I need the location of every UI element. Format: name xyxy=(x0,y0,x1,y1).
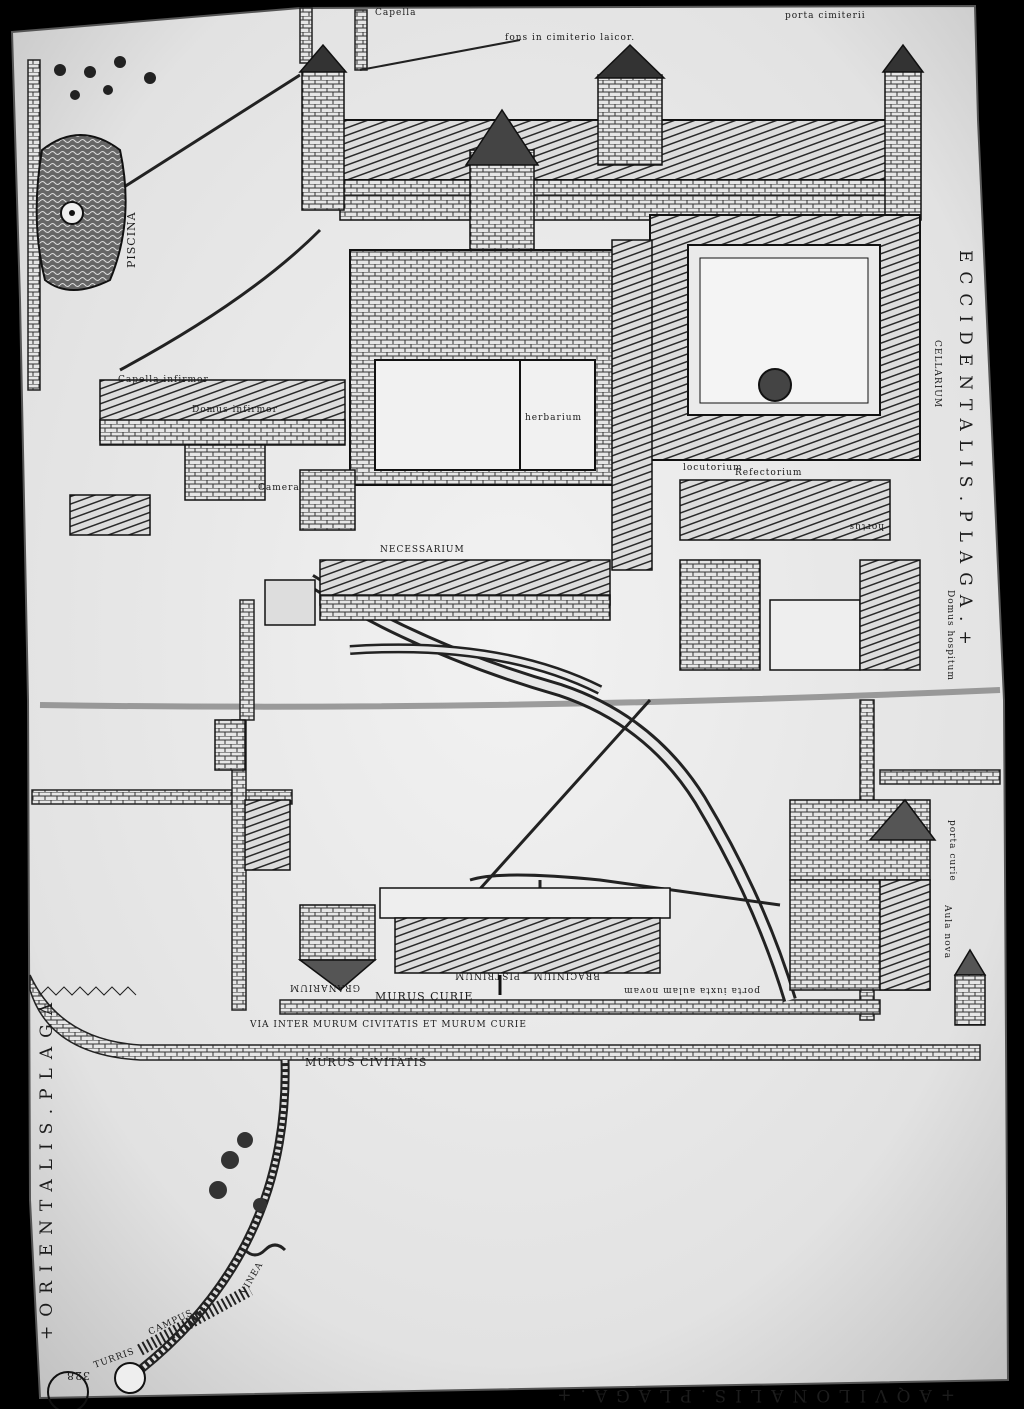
label-granarium: GRANARIUM xyxy=(289,982,360,992)
label-fons-cimiterio: fons in cimiterio laicor. xyxy=(505,33,635,43)
border-label-left: +ORIENTALIS.PLAGA xyxy=(37,994,57,1340)
label-necessarium: NECESSARIUM xyxy=(380,545,465,555)
vineyard-plants xyxy=(209,1132,287,1257)
label-aula-nova: Aula nova xyxy=(942,904,952,959)
granary xyxy=(244,799,291,871)
centre-fold xyxy=(39,687,1001,710)
label-pistrinum: PISTRINUM xyxy=(454,970,520,980)
label-murus-civitatis: MURUS CIVITATIS xyxy=(305,1056,427,1069)
piscina-pool xyxy=(35,134,127,291)
label-herbarium: herbarium xyxy=(525,413,582,423)
label-porta-curie: porta curie xyxy=(947,820,957,882)
compass-circle xyxy=(47,1371,89,1409)
label-inter-muros: VIA INTER MURUM CIVITATIS ET MURUM CURIE xyxy=(249,1020,527,1030)
label-locutorium: locutorium xyxy=(683,463,743,473)
label-camera: Camera xyxy=(258,483,300,493)
campus-hatching xyxy=(137,1284,253,1356)
label-cellarium: CELLARIUM xyxy=(932,340,942,408)
border-label-bottom: +AQVILONALIS.PLAGA.+ xyxy=(548,1385,955,1405)
label-capella: Capella xyxy=(375,8,416,18)
border-label-right: ECCIDENTALIS.PLAGA.+ xyxy=(955,250,975,654)
orchard-trees xyxy=(54,56,156,100)
great-court xyxy=(349,249,616,486)
guest-house xyxy=(679,479,921,671)
label-piscina: PISCINA xyxy=(125,211,138,268)
label-refectorium: Refectorium xyxy=(735,468,802,478)
east-range xyxy=(611,239,653,571)
aula-nova xyxy=(789,798,987,1026)
label-domus-infirmorum: Domus infirmor xyxy=(192,405,278,415)
label-domus-hospitum: Domus hospitum xyxy=(945,590,955,681)
label-porta-cimiterii: porta cimiterii xyxy=(785,11,866,21)
label-hortus: hortus xyxy=(848,521,884,531)
city-wall xyxy=(29,974,981,1061)
label-capella-infirmorum: Capella infirmor xyxy=(118,375,209,385)
necessarium xyxy=(264,559,611,626)
turris-tower xyxy=(114,1362,146,1394)
label-murus-curie: MURUS CURIE xyxy=(375,990,473,1003)
label-bracinium: BRACINIUM xyxy=(532,970,600,980)
folio-number: 328 xyxy=(66,1369,90,1382)
bakehouse-brewhouse xyxy=(297,887,671,995)
label-porta-aula-nova: porta iuxta aulam novam xyxy=(623,985,760,995)
infirmary xyxy=(69,379,356,536)
cloister xyxy=(649,214,921,461)
